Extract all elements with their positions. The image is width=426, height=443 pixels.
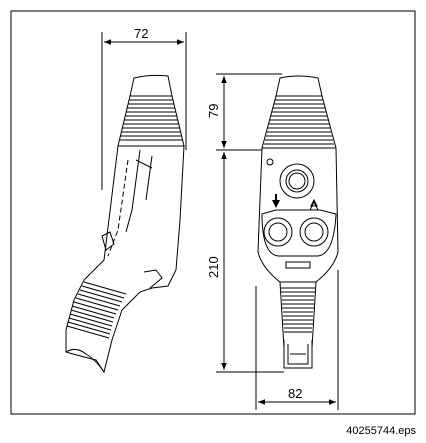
dimension-side-width-label: 72 [134, 26, 148, 41]
dimension-body-height-label: 210 [206, 256, 221, 278]
side-view-ribs [119, 95, 183, 141]
front-view-grip-ribs [281, 287, 315, 333]
up-button [299, 217, 329, 247]
down-arrow-icon [272, 200, 280, 208]
cable-gland [283, 340, 313, 369]
dimension-vertical [216, 73, 284, 373]
side-view-body [65, 145, 185, 374]
dimension-front-width [255, 270, 339, 410]
side-view-cap [129, 74, 173, 97]
front-view-ribs [264, 95, 334, 145]
emergency-stop-button [279, 163, 315, 199]
drawing-frame [10, 10, 416, 415]
front-view [257, 75, 339, 369]
side-view-cable-ribs [66, 281, 127, 339]
down-button [263, 217, 293, 247]
dimension-front-width-label: 82 [288, 386, 302, 401]
dimension-head-height-label: 79 [206, 104, 221, 118]
side-view [65, 74, 185, 374]
mounting-hole [266, 158, 274, 166]
front-view-cap [275, 75, 323, 97]
dimension-side-width [101, 32, 187, 190]
label-slot [285, 261, 311, 269]
filename-caption: 40255744.eps [346, 425, 416, 437]
